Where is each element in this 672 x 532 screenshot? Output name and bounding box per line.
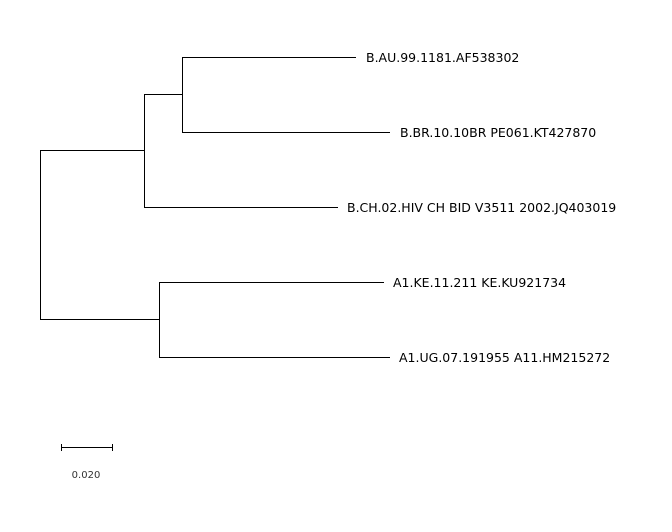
leaf-label-5: A1.UG.07.191955 A11.HM215272 [399, 350, 610, 365]
scale-bar-label: 0.020 [72, 470, 101, 481]
leaf-label-1: B.AU.99.1181.AF538302 [366, 50, 519, 65]
leaf-label-2: B.BR.10.10BR PE061.KT427870 [400, 125, 596, 140]
leaf-label-3: B.CH.02.HIV CH BID V3511 2002.JQ403019 [347, 200, 616, 215]
leaf-label-4: A1.KE.11.211 KE.KU921734 [393, 275, 566, 290]
scale-bar: 0.020 [61, 444, 113, 481]
